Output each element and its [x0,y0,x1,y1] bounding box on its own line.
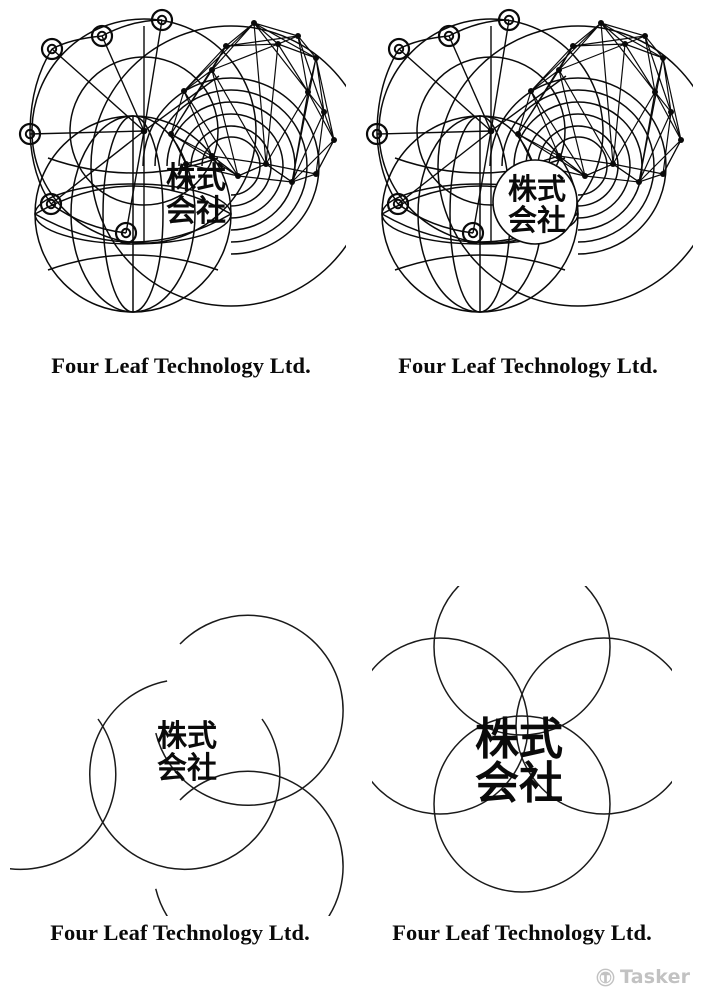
leaf-circle-top [155,614,344,806]
logo-variant-fourleaf-overlap[interactable]: 株式 会社 Four Leaf Technology Ltd. [372,586,672,946]
logo-variant-fourleaf-interlocked[interactable]: 株式 会社 Four Leaf Technology Ltd. [10,586,350,946]
concentric-radar-arcs [142,77,320,255]
jp-suffix-line2: 会社 [475,758,563,809]
logo-caption-fourleaf-overlap: Four Leaf Technology Ltd. [392,920,652,945]
jp-suffix-line2: 会社 [508,203,566,237]
leaf-circle-left [10,680,117,871]
logo-caption-fourleaf-interlocked: Four Leaf Technology Ltd. [50,920,310,945]
wireframe-globe [34,115,232,313]
logo-caption-tech-badge: Four Leaf Technology Ltd. [398,353,658,378]
leaf-circle-right [89,680,281,871]
leaf-circle-bottom [155,770,344,916]
concentric-radar-arcs [489,77,667,255]
tasker-watermark: Tasker [596,966,690,988]
leaf-circle-left [372,637,529,815]
network-nodes [18,8,174,245]
logo-variant-tech-badge[interactable]: 株式 会社 Four Leaf Technology Ltd. [363,6,693,379]
network-nodes [365,8,521,245]
tasker-logo-icon [596,968,615,986]
logo-artwork-tech-badge: 株式 会社 [365,8,693,313]
logo-artwork-tech-plain: 株式 会社 [18,8,346,313]
logo-caption-tech-plain: Four Leaf Technology Ltd. [51,353,311,378]
jp-suffix-line2: 会社 [166,194,226,229]
triangulated-mesh [168,20,337,185]
logo-artwork-fourleaf-overlap: 株式 会社 [372,586,672,893]
tasker-watermark-label: Tasker [620,966,691,988]
leaf-circle-right [515,637,672,815]
jp-suffix-line1: 株式 [157,719,217,754]
leaf-circle-bottom [433,715,611,893]
jp-suffix-line1: 株式 [166,161,226,196]
jp-badge-circle [492,159,578,245]
jp-suffix-line1: 株式 [508,172,566,206]
leaf-circle-top [433,586,611,736]
jp-suffix-line1: 株式 [475,714,563,765]
logo-artwork-fourleaf-interlocked: 株式 会社 [10,614,344,916]
jp-suffix-line2: 会社 [157,751,217,786]
logo-variant-tech-plain[interactable]: 株式 会社 Four Leaf Technology Ltd. [16,6,346,379]
